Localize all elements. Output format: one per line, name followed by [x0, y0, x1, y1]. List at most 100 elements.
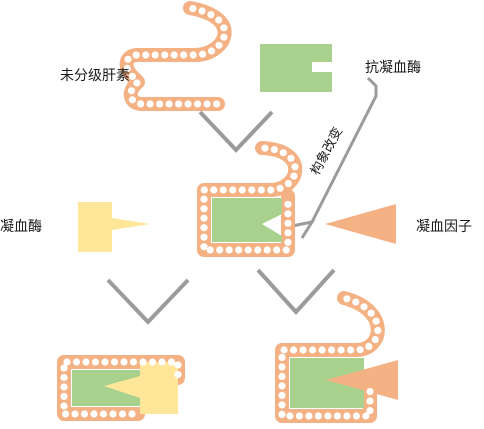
- saccharide-bead: [270, 146, 278, 154]
- saccharide-bead: [324, 412, 332, 420]
- saccharide-bead: [278, 382, 286, 390]
- saccharide-bead: [180, 51, 188, 59]
- saccharide-bead: [366, 397, 374, 405]
- saccharide-bead: [207, 11, 215, 19]
- thrombin-middle: [78, 202, 150, 252]
- saccharide-bead: [60, 373, 68, 382]
- saccharide-bead: [295, 412, 303, 420]
- saccharide-bead: [229, 186, 237, 194]
- saccharide-bead: [284, 219, 292, 227]
- antithrombin-top: [260, 44, 332, 92]
- saccharide-bead: [278, 363, 286, 371]
- heparin-antithrombin-complex: [197, 141, 303, 257]
- saccharide-bead: [267, 186, 275, 194]
- complex-with-thrombin: [57, 355, 185, 421]
- saccharide-bead: [198, 7, 206, 15]
- saccharide-bead: [200, 205, 208, 213]
- saccharide-bead: [365, 342, 373, 350]
- saccharide-bead: [337, 346, 345, 354]
- saccharide-bead: [290, 172, 298, 180]
- saccharide-bead: [200, 186, 208, 194]
- saccharide-bead: [290, 346, 298, 354]
- saccharide-bead: [207, 47, 216, 55]
- saccharide-bead: [199, 50, 207, 58]
- saccharide-bead: [372, 317, 380, 325]
- saccharide-bead: [360, 303, 368, 311]
- saccharide-bead: [238, 186, 246, 194]
- saccharide-bead: [284, 180, 292, 188]
- saccharide-bead: [128, 410, 136, 418]
- label-conformational-change: 构象改变: [307, 124, 346, 177]
- saccharide-bead: [213, 100, 221, 108]
- saccharide-bead: [148, 358, 157, 366]
- saccharide-bead: [343, 412, 351, 420]
- saccharide-bead: [99, 410, 108, 418]
- saccharide-bead: [374, 326, 382, 335]
- saccharide-bead: [278, 401, 286, 409]
- saccharide-bead: [200, 224, 208, 232]
- saccharide-bead: [366, 388, 374, 396]
- saccharide-bead: [284, 200, 292, 208]
- saccharide-bead: [278, 410, 286, 418]
- saccharide-bead: [254, 246, 262, 254]
- saccharide-bead: [279, 149, 287, 157]
- saccharide-bead: [235, 246, 243, 254]
- saccharide-bead: [110, 358, 119, 366]
- saccharide-bead: [215, 41, 223, 49]
- saccharide-bead: [244, 246, 252, 254]
- heparin-chain-top: [119, 1, 232, 111]
- saccharide-bead: [128, 96, 136, 104]
- saccharide-bead: [284, 229, 292, 237]
- saccharide-bead: [60, 392, 68, 401]
- saccharide-bead: [60, 383, 68, 391]
- saccharide-bead: [352, 298, 360, 306]
- label-unfractionated-heparin: 未分级肝素: [60, 68, 130, 84]
- saccharide-bead: [142, 51, 150, 59]
- saccharide-bead: [120, 358, 128, 366]
- saccharide-bead: [200, 243, 208, 251]
- saccharide-bead: [362, 412, 370, 420]
- saccharide-bead: [276, 184, 284, 192]
- saccharide-bead: [133, 79, 141, 87]
- saccharide-bead: [200, 195, 208, 203]
- saccharide-bead: [261, 144, 269, 152]
- saccharide-bead: [139, 358, 147, 366]
- saccharide-bead: [347, 346, 355, 354]
- saccharide-bead: [200, 214, 208, 222]
- saccharide-bead: [129, 358, 138, 366]
- saccharide-bead: [333, 412, 341, 420]
- saccharide-bead: [63, 358, 71, 366]
- saccharide-bead: [123, 64, 131, 72]
- saccharide-bead: [305, 412, 313, 420]
- saccharide-bead: [215, 16, 223, 24]
- saccharide-bead: [189, 51, 197, 59]
- saccharide-bead: [203, 100, 211, 108]
- saccharide-bead: [137, 100, 145, 108]
- saccharide-bead: [273, 246, 281, 254]
- saccharide-bead: [200, 233, 208, 241]
- saccharide-bead: [206, 246, 214, 254]
- saccharide-bead: [132, 51, 140, 59]
- saccharide-bead: [161, 51, 169, 59]
- saccharide-bead: [189, 5, 197, 13]
- saccharide-bead: [343, 295, 351, 303]
- saccharide-bead: [170, 51, 178, 59]
- arrow-down-3: [256, 268, 336, 315]
- saccharide-bead: [367, 309, 375, 317]
- saccharide-bead: [371, 336, 379, 344]
- saccharide-bead: [90, 410, 98, 418]
- saccharide-bead: [101, 358, 109, 366]
- saccharide-bead: [158, 358, 166, 366]
- saccharide-bead: [151, 51, 159, 59]
- saccharide-bead: [127, 87, 136, 95]
- saccharide-bead: [220, 33, 228, 41]
- saccharide-bead: [314, 412, 322, 420]
- saccharide-bead: [71, 410, 79, 418]
- saccharide-bead: [366, 407, 374, 415]
- saccharide-bead: [124, 55, 132, 63]
- saccharide-bead: [257, 186, 265, 194]
- saccharide-bead: [280, 346, 288, 354]
- saccharide-bead: [146, 100, 154, 108]
